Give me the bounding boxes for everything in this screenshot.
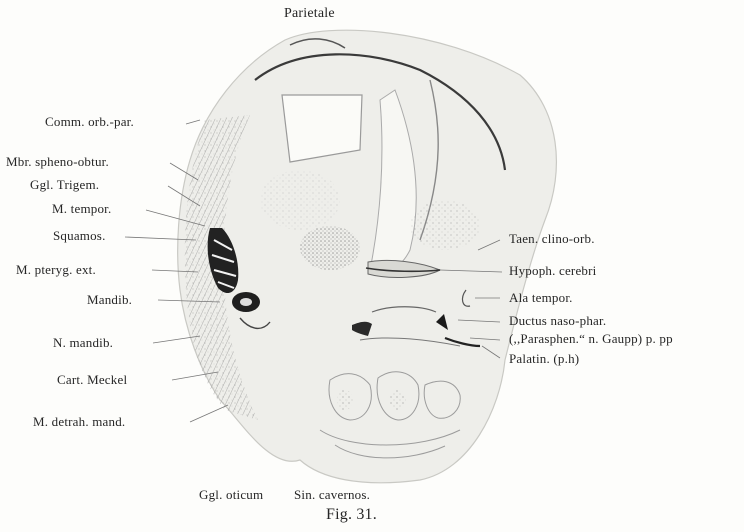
label-mandib: Mandib. <box>87 293 132 307</box>
label-hypoph-cerebri: Hypoph. cerebri <box>509 264 596 278</box>
label-ggl-trigem: Ggl. Trigem. <box>30 178 99 192</box>
label-taen-clino-orb: Taen. clino-orb. <box>509 232 595 246</box>
cranial-cavity <box>282 95 362 162</box>
label-parasphen-gaupp: (,,Parasphen.“ n. Gaupp) p. pp <box>509 332 673 346</box>
label-ala-tempor: Ala tempor. <box>509 291 573 305</box>
label-m-detrah-mand: M. detrah. mand. <box>33 415 125 429</box>
label-sin-cavernos: Sin. cavernos. <box>294 488 370 502</box>
label-mbr-spheno-obtur: Mbr. spheno-obtur. <box>6 155 109 169</box>
label-cart-meckel: Cart. Meckel <box>57 373 127 387</box>
label-parietale: Parietale <box>284 7 335 21</box>
label-palatin: Palatin. (p.h) <box>509 352 579 366</box>
label-m-tempor: M. tempor. <box>52 202 111 216</box>
label-m-pteryg-ext: M. pteryg. ext. <box>16 263 96 277</box>
label-n-mandib: N. mandib. <box>53 336 113 350</box>
figure-caption: Fig. 31. <box>326 508 377 522</box>
label-ductus-naso-phar: Ductus naso-phar. <box>509 314 606 328</box>
label-comm-orb-par: Comm. orb.-par. <box>45 115 134 129</box>
label-ggl-oticum: Ggl. oticum <box>199 488 263 502</box>
label-squamos: Squamos. <box>53 229 106 243</box>
